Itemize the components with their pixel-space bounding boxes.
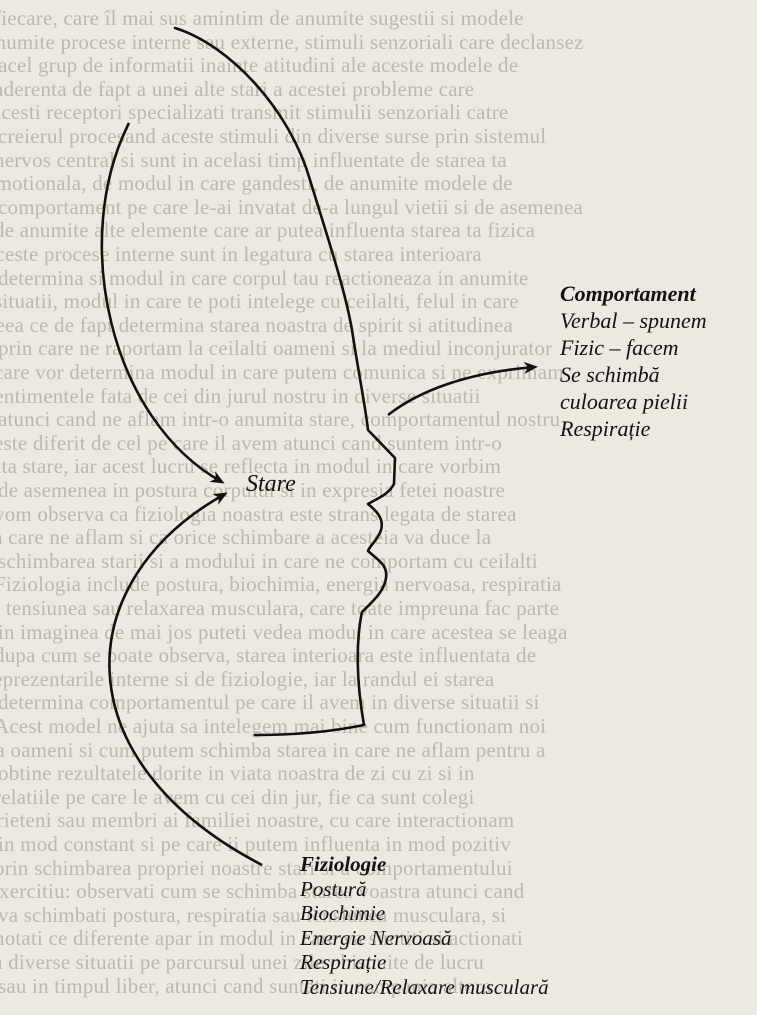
arrow-to-behavior	[388, 367, 535, 415]
behavior-item: Respirație	[560, 415, 707, 442]
arrow-to-state-top	[102, 123, 222, 482]
behavior-item: Verbal – spunem	[560, 307, 707, 334]
head-profile-neck	[255, 725, 364, 735]
physiology-label-block: Fiziologie Postură Biochimie Energie Ner…	[300, 852, 549, 999]
physiology-item: Biochimie	[300, 901, 549, 926]
behavior-item: culoarea pielii	[560, 388, 707, 415]
arrow-to-state-bottom	[109, 494, 262, 865]
physiology-item: Tensiune/Relaxare musculară	[300, 975, 549, 1000]
behavior-item: Fizic – facem	[560, 334, 707, 361]
behavior-item: Se schimbă	[560, 361, 707, 388]
physiology-item: Postură	[300, 877, 549, 902]
physiology-item: Energie Nervoasă	[300, 926, 549, 951]
physiology-item: Respirație	[300, 950, 549, 975]
head-profile-outline	[175, 28, 395, 725]
behavior-label-block: Comportament Verbal – spunem Fizic – fac…	[560, 280, 707, 442]
state-label: Stare	[246, 471, 296, 498]
behavior-title: Comportament	[560, 280, 707, 307]
physiology-title: Fiziologie	[300, 852, 549, 877]
